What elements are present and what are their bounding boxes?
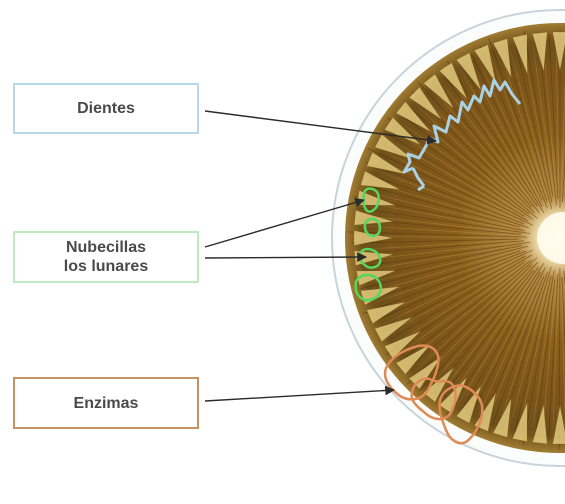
label-enzimas: Enzimas xyxy=(13,377,199,429)
label-dientes-text: Dientes xyxy=(77,99,135,118)
label-enzimas-text: Enzimas xyxy=(74,394,139,413)
arrow-enzimas xyxy=(205,390,394,401)
label-nubecillas-text: Nubecillas los lunares xyxy=(64,238,148,276)
arrow-nubecillas-lower xyxy=(205,257,366,258)
label-nubecillas: Nubecillas los lunares xyxy=(13,231,199,283)
label-dientes: Dientes xyxy=(13,83,199,134)
